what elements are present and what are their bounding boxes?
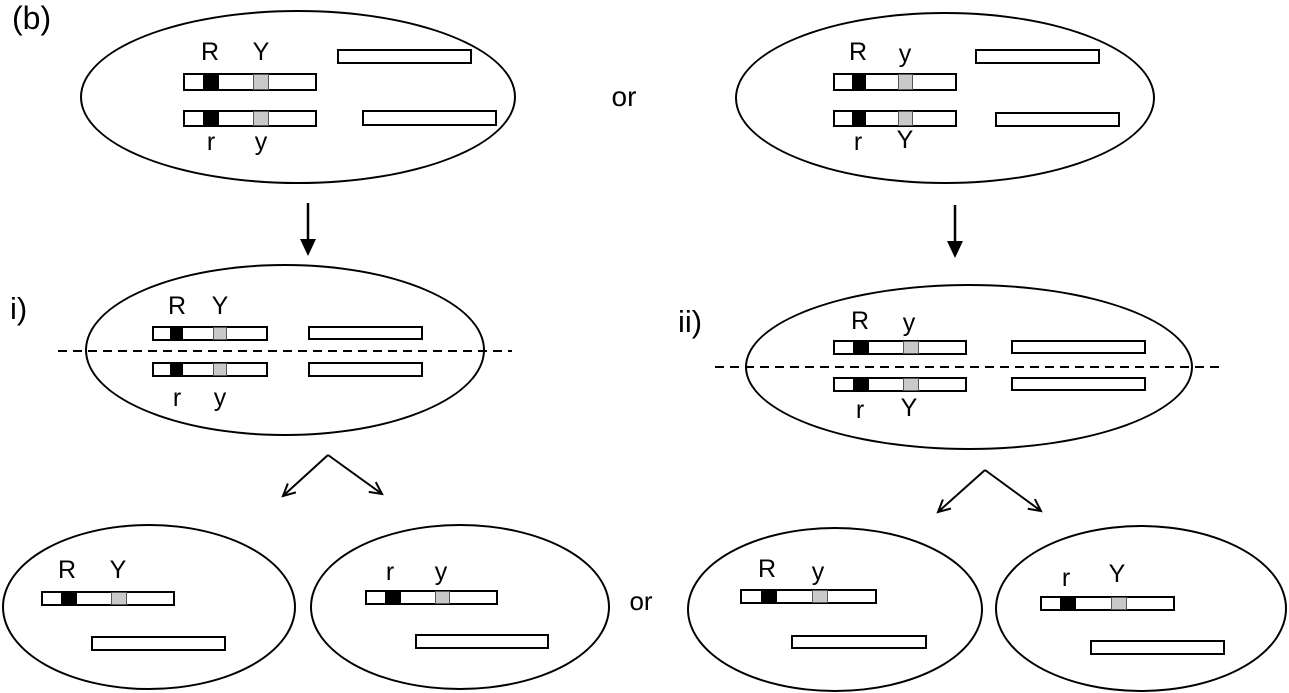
chromosome-marked <box>152 326 268 341</box>
allele-label-Y: Y <box>211 292 229 320</box>
y-locus-band <box>903 341 919 354</box>
y-locus-band <box>212 327 227 340</box>
chromosome-plain <box>1011 377 1146 391</box>
chromosome-plain <box>1090 640 1225 655</box>
chromosome-marked <box>152 362 268 377</box>
chromosome-plain <box>995 112 1120 127</box>
parent-cell-left <box>80 10 516 184</box>
r-locus-band <box>385 592 401 603</box>
gamete-cell-RY <box>2 524 296 690</box>
allele-label-r: r <box>172 384 182 412</box>
allele-label-r: r <box>853 128 863 156</box>
chromosome-plain <box>91 636 226 651</box>
allele-label-Y: Y <box>109 556 127 584</box>
allele-label-y: y <box>213 384 227 412</box>
chromosome-marked <box>833 377 967 392</box>
chromosome-marked <box>183 73 317 91</box>
y-locus-band <box>903 378 919 391</box>
allele-label-Y: Y <box>1108 560 1126 588</box>
allele-label-R: R <box>848 38 868 66</box>
panel-label: (b) <box>12 0 52 36</box>
allele-label-r: r <box>206 128 216 156</box>
chromosome-plain <box>1011 340 1146 354</box>
down-arrow-icon <box>300 203 316 256</box>
allele-label-r: r <box>855 396 865 424</box>
allele-label-y: y <box>811 558 825 586</box>
divergence-arrows-icon <box>281 454 384 498</box>
r-locus-band <box>203 112 219 125</box>
y-locus-band <box>898 111 913 126</box>
y-locus-band <box>1110 597 1127 610</box>
allele-label-R: R <box>200 38 220 66</box>
r-locus-band <box>61 593 77 604</box>
allele-label-Y: Y <box>900 394 918 422</box>
allele-label-r: r <box>385 558 395 586</box>
allele-label-Y: Y <box>252 38 270 66</box>
chromosome-plain <box>791 635 927 649</box>
y-locus-band <box>898 74 913 90</box>
r-locus-band <box>851 75 867 89</box>
y-locus-band <box>434 591 451 604</box>
r-locus-band <box>851 112 867 125</box>
chromosome-marked <box>1040 596 1175 611</box>
allele-label-R: R <box>57 556 77 584</box>
chromosome-plain <box>362 110 497 126</box>
chromosome-marked <box>833 340 967 355</box>
allele-label-y: y <box>898 40 912 68</box>
r-locus-band <box>853 379 869 390</box>
division-label-ii: ii) <box>678 304 703 339</box>
r-locus-band <box>853 342 869 353</box>
r-locus-band <box>169 328 184 339</box>
r-locus-band <box>1060 598 1077 609</box>
allele-label-R: R <box>850 307 870 335</box>
chromosome-plain <box>415 634 549 649</box>
chromosome-plain <box>337 49 472 64</box>
divergence-arrows-icon <box>936 469 1043 514</box>
chromosome-marked <box>740 589 877 604</box>
r-locus-band <box>203 75 219 89</box>
gamete-cell-rY <box>995 525 1287 692</box>
metaphase-cell-ii <box>745 284 1193 450</box>
allele-label-R: R <box>757 555 777 583</box>
allele-label-r: r <box>1061 564 1071 592</box>
chromosome-marked <box>41 591 175 606</box>
division-label-i: i) <box>10 291 28 326</box>
allele-label-y: y <box>434 558 448 586</box>
chromosome-marked <box>833 110 957 127</box>
y-locus-band <box>111 592 127 605</box>
chromosome-marked <box>365 590 498 605</box>
chromosome-marked <box>183 110 317 127</box>
or-connector-top: or <box>611 81 637 112</box>
parent-cell-right <box>735 12 1155 184</box>
chromosome-plain <box>975 49 1100 64</box>
gamete-cell-Ry <box>687 527 983 692</box>
allele-label-Y: Y <box>896 126 914 154</box>
gamete-cell-ry <box>310 524 610 690</box>
chromosome-marked <box>833 73 957 91</box>
metaphase-cell-i <box>85 264 485 436</box>
down-arrow-icon <box>947 205 963 258</box>
r-locus-band <box>760 591 777 602</box>
y-locus-band <box>212 363 227 376</box>
y-locus-band <box>253 111 269 126</box>
chromosome-plain <box>308 326 423 340</box>
allele-label-y: y <box>254 128 268 156</box>
r-locus-band <box>169 364 184 375</box>
allele-label-R: R <box>167 292 187 320</box>
or-connector-bottom: or <box>629 586 653 616</box>
y-locus-band <box>253 74 269 90</box>
allele-label-y: y <box>902 309 916 337</box>
y-locus-band <box>811 590 828 603</box>
chromosome-plain <box>308 362 423 377</box>
